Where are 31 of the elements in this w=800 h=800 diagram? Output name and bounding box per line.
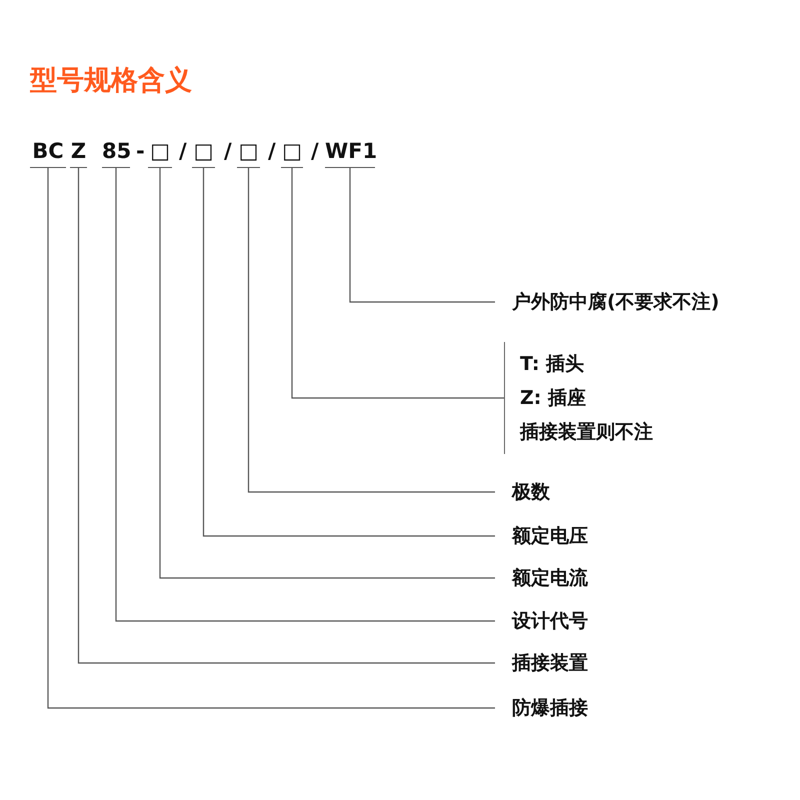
separator-symbol: / (179, 138, 187, 165)
description-text: 额定电流 (495, 566, 588, 590)
code-segment: □ (148, 136, 172, 168)
leader-line (115, 168, 495, 622)
description-text: 极数 (495, 480, 550, 504)
description-text: 设计代号 (495, 609, 588, 633)
code-segment: □ (192, 136, 215, 168)
leader-line (159, 168, 495, 579)
description-text: 防爆插接 (495, 696, 588, 720)
separator-symbol: / (311, 138, 319, 165)
code-segment: 85 (102, 136, 130, 168)
description-text: 插接装置则不注 (520, 420, 653, 444)
leader-line (202, 168, 495, 537)
code-segment: WF1 (325, 136, 375, 168)
bracket (504, 342, 653, 454)
code-segment: Z (70, 136, 87, 168)
separator-symbol: / (268, 138, 276, 165)
leader-line (349, 168, 495, 303)
title: 型号规格含义 (30, 64, 192, 98)
separator-symbol: / (224, 138, 232, 165)
description-text: 额定电压 (495, 524, 588, 548)
description-text: T: 插头 (520, 352, 586, 376)
leader-line (248, 168, 495, 493)
code-segment: BC (30, 136, 66, 168)
description-text: 插接装置 (495, 651, 588, 675)
separator-symbol: - (136, 138, 145, 165)
leader-line (291, 168, 504, 399)
description-text: 户外防中腐(不要求不注) (495, 290, 720, 314)
code-segment: □ (281, 136, 303, 168)
description-text: Z: 插座 (520, 386, 587, 410)
code-segment: □ (237, 136, 260, 168)
